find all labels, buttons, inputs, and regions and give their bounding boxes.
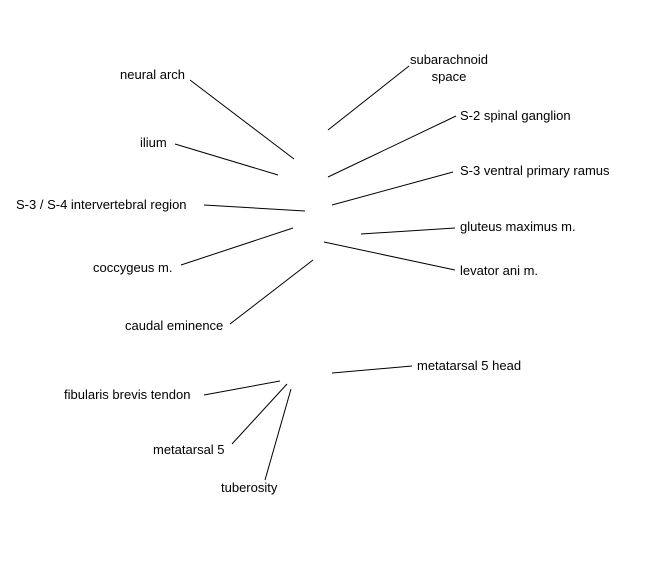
label-levator-ani: levator ani m. [460, 263, 538, 278]
label-s3-s4-intervertebral-region: S-3 / S-4 intervertebral region [16, 197, 187, 212]
leader-line-s3-ventral-primary-ramus [331, 171, 454, 206]
leader-line-metatarsal5 [231, 383, 288, 445]
label-ilium: ilium [140, 135, 167, 150]
leader-line-levator-ani [323, 241, 456, 271]
label-metatarsal5: metatarsal 5 [153, 442, 225, 457]
label-gluteus-maximus: gluteus maximus m. [460, 219, 576, 234]
leader-line-s3-s4-intervertebral-region [203, 204, 306, 212]
label-subarachnoid-space-line2: space [432, 69, 467, 84]
label-coccygeus: coccygeus m. [93, 260, 172, 275]
label-metatarsal5-head: metatarsal 5 head [417, 358, 521, 373]
leader-line-gluteus-maximus [360, 227, 456, 235]
label-neural-arch: neural arch [120, 67, 185, 82]
label-caudal-eminence: caudal eminence [125, 318, 223, 333]
label-subarachnoid-space-line1: subarachnoid [410, 52, 488, 67]
label-s3-ventral-primary-ramus: S-3 ventral primary ramus [460, 163, 610, 178]
leader-line-tuberosity [264, 388, 292, 481]
leader-line-caudal-eminence [229, 259, 314, 325]
label-s2-spinal-ganglion: S-2 spinal ganglion [460, 108, 571, 123]
leader-line-coccygeus [180, 227, 294, 266]
leader-line-subarachnoid-space [327, 65, 410, 131]
label-fibularis-brevis-tendon: fibularis brevis tendon [64, 387, 190, 402]
leader-line-metatarsal5-head [331, 365, 413, 374]
leader-line-s2-spinal-ganglion [327, 115, 457, 178]
label-tuberosity: tuberosity [221, 480, 278, 495]
leader-line-ilium [174, 143, 279, 176]
leader-line-fibularis-brevis-tendon [203, 380, 281, 396]
leader-line-neural-arch [189, 79, 295, 160]
